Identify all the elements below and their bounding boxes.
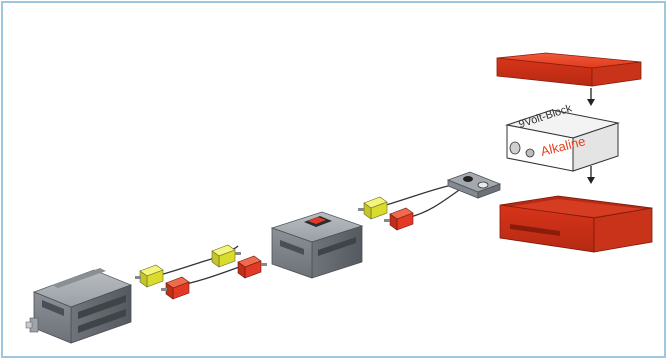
red-plug — [161, 277, 189, 299]
cable-pair-1 — [135, 245, 267, 299]
battery-clip — [448, 172, 500, 198]
down-arrow-icon — [587, 166, 595, 184]
yellow-plug — [358, 197, 387, 219]
cable-pair-2 — [358, 185, 462, 230]
down-arrow-icon — [587, 88, 595, 106]
motor-block — [26, 268, 131, 343]
battery-lid — [497, 53, 641, 86]
red-plug — [384, 208, 413, 230]
yellow-plug — [135, 265, 163, 287]
switch-block — [272, 212, 362, 278]
battery: 9Volt-Block Alkaline — [507, 102, 618, 171]
red-plug — [238, 256, 267, 278]
battery-box — [500, 196, 652, 252]
yellow-plug — [212, 245, 241, 267]
